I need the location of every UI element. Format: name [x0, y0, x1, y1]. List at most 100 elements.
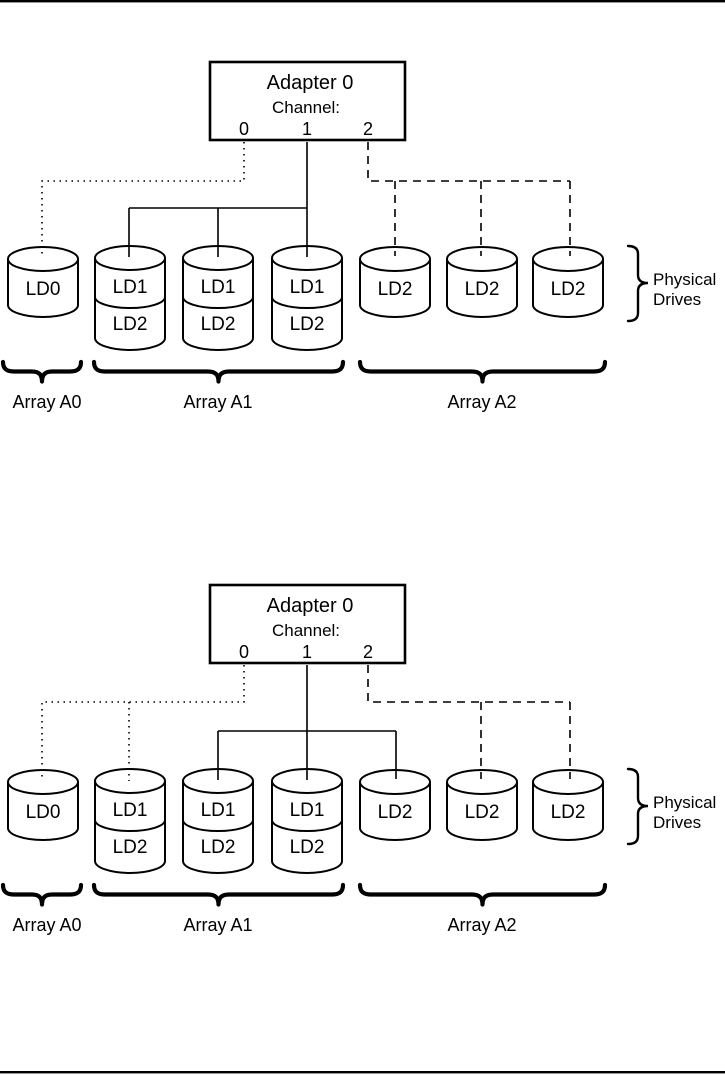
cylinder-body: [359, 259, 431, 318]
drive-label: LD1: [201, 800, 236, 821]
drive-label: LD2: [378, 279, 413, 300]
drive-label: LD2: [290, 837, 325, 858]
channel-number-1: 1: [302, 642, 312, 662]
drive-label: LD2: [113, 314, 148, 335]
cylinder-body: [446, 259, 518, 318]
cylinder-divider: [94, 296, 166, 309]
array-a2-brace: [357, 359, 608, 384]
drive-label: LD2: [290, 314, 325, 335]
drive-ld0: LD0: [7, 769, 79, 841]
cylinder-body: [94, 781, 166, 874]
cylinder-top: [94, 245, 166, 271]
cylinder-body: [182, 258, 254, 351]
drive-label: LD2: [378, 802, 413, 823]
drive-ld0: LD0: [7, 246, 79, 318]
drive-label: LD2: [465, 279, 500, 300]
cylinder-top: [7, 246, 79, 272]
drive-label: LD2: [465, 802, 500, 823]
channel-2-connection-line: [367, 142, 571, 256]
drive-a1-3: LD1 LD2: [271, 245, 343, 351]
drive-label: LD2: [201, 314, 236, 335]
drive-a1-2: LD1 LD2: [182, 768, 254, 874]
channel-0-connection-line: [41, 142, 245, 258]
drive-label: LD2: [113, 837, 148, 858]
drive-a1-1: LD1 LD2: [94, 768, 166, 874]
channel-heading: Channel:: [272, 621, 340, 640]
array-a2-brace: [357, 882, 608, 907]
physical-drives-label-line1: Physical: [653, 270, 716, 289]
adapter-box: [208, 60, 407, 142]
array-a1-brace: [91, 882, 346, 907]
drive-label: LD1: [201, 277, 236, 298]
drive-a2-1: LD2: [359, 769, 431, 841]
cylinder-divider: [94, 819, 166, 832]
page-bottom-rule: [0, 1071, 725, 1074]
adapter-title: Adapter 0: [267, 595, 354, 617]
drive-label: LD1: [113, 277, 148, 298]
cylinder-body: [182, 781, 254, 874]
channel-number-2: 2: [363, 119, 373, 139]
cylinder-body: [359, 782, 431, 841]
drive-label: LD1: [113, 800, 148, 821]
drive-label: LD0: [26, 279, 61, 300]
drive-a2-3: LD2: [532, 769, 604, 841]
physical-drives-brace: [626, 767, 649, 846]
cylinder-body: [446, 782, 518, 841]
channel-2-connection-line: [367, 665, 571, 779]
drive-a2-2: LD2: [446, 769, 518, 841]
cylinder-divider: [271, 819, 343, 832]
channel-number-1: 1: [302, 119, 312, 139]
drive-a2-3: LD2: [532, 246, 604, 318]
drive-label: LD1: [290, 277, 325, 298]
cylinder-body: [94, 258, 166, 351]
drive-label: LD2: [551, 802, 586, 823]
array-a2-label: Array A2: [447, 392, 516, 412]
physical-drives-label-line2: Drives: [653, 290, 701, 309]
drive-a2-1: LD2: [359, 246, 431, 318]
cylinder-body: [532, 782, 604, 841]
channel-number-2: 2: [363, 642, 373, 662]
cylinder-body: [271, 258, 343, 351]
array-a2-label: Array A2: [447, 915, 516, 935]
diagram-channel-assignment-1: Adapter 0 Channel: 0 1 2 LD0 LD1 LD2 LD1…: [0, 60, 716, 412]
drive-label: LD0: [26, 802, 61, 823]
adapter-box: [208, 583, 407, 665]
physical-drives-brace: [626, 244, 649, 323]
cylinder-top: [94, 768, 166, 794]
cylinder-top: [359, 769, 431, 795]
diagram-channel-assignment-2: Adapter 0 Channel: 0 1 2 LD0 LD1 LD2 LD1…: [0, 583, 716, 935]
cylinder-top: [446, 246, 518, 272]
array-a0-label: Array A0: [12, 392, 81, 412]
cylinder-top: [446, 769, 518, 795]
channel-number-0: 0: [239, 119, 249, 139]
cylinder-divider: [182, 819, 254, 832]
array-a1-label: Array A1: [183, 915, 252, 935]
channel-0-connection-line: [41, 665, 245, 781]
drive-a1-1: LD1 LD2: [94, 245, 166, 351]
cylinder-divider: [271, 296, 343, 309]
drive-a2-2: LD2: [446, 246, 518, 318]
array-a0-label: Array A0: [12, 915, 81, 935]
array-a0-brace: [0, 359, 84, 384]
drive-a1-2: LD1 LD2: [182, 245, 254, 351]
cylinder-top: [532, 769, 604, 795]
channel-heading: Channel:: [272, 98, 340, 117]
channel-1-connection-line: [217, 665, 397, 780]
page-top-rule: [0, 0, 725, 3]
drive-a1-3: LD1 LD2: [271, 768, 343, 874]
cylinder-top: [532, 246, 604, 272]
physical-drives-label-line2: Drives: [653, 813, 701, 832]
array-a1-brace: [91, 359, 346, 384]
cylinder-body: [271, 781, 343, 874]
physical-drives-label-line1: Physical: [653, 793, 716, 812]
cylinder-top: [359, 246, 431, 272]
array-a0-brace: [0, 882, 84, 907]
drive-label: LD2: [551, 279, 586, 300]
drive-label: LD2: [201, 837, 236, 858]
cylinder-body: [7, 782, 79, 841]
channel-number-0: 0: [239, 642, 249, 662]
cylinder-top: [7, 769, 79, 795]
channel-1-connection-line: [128, 142, 308, 257]
